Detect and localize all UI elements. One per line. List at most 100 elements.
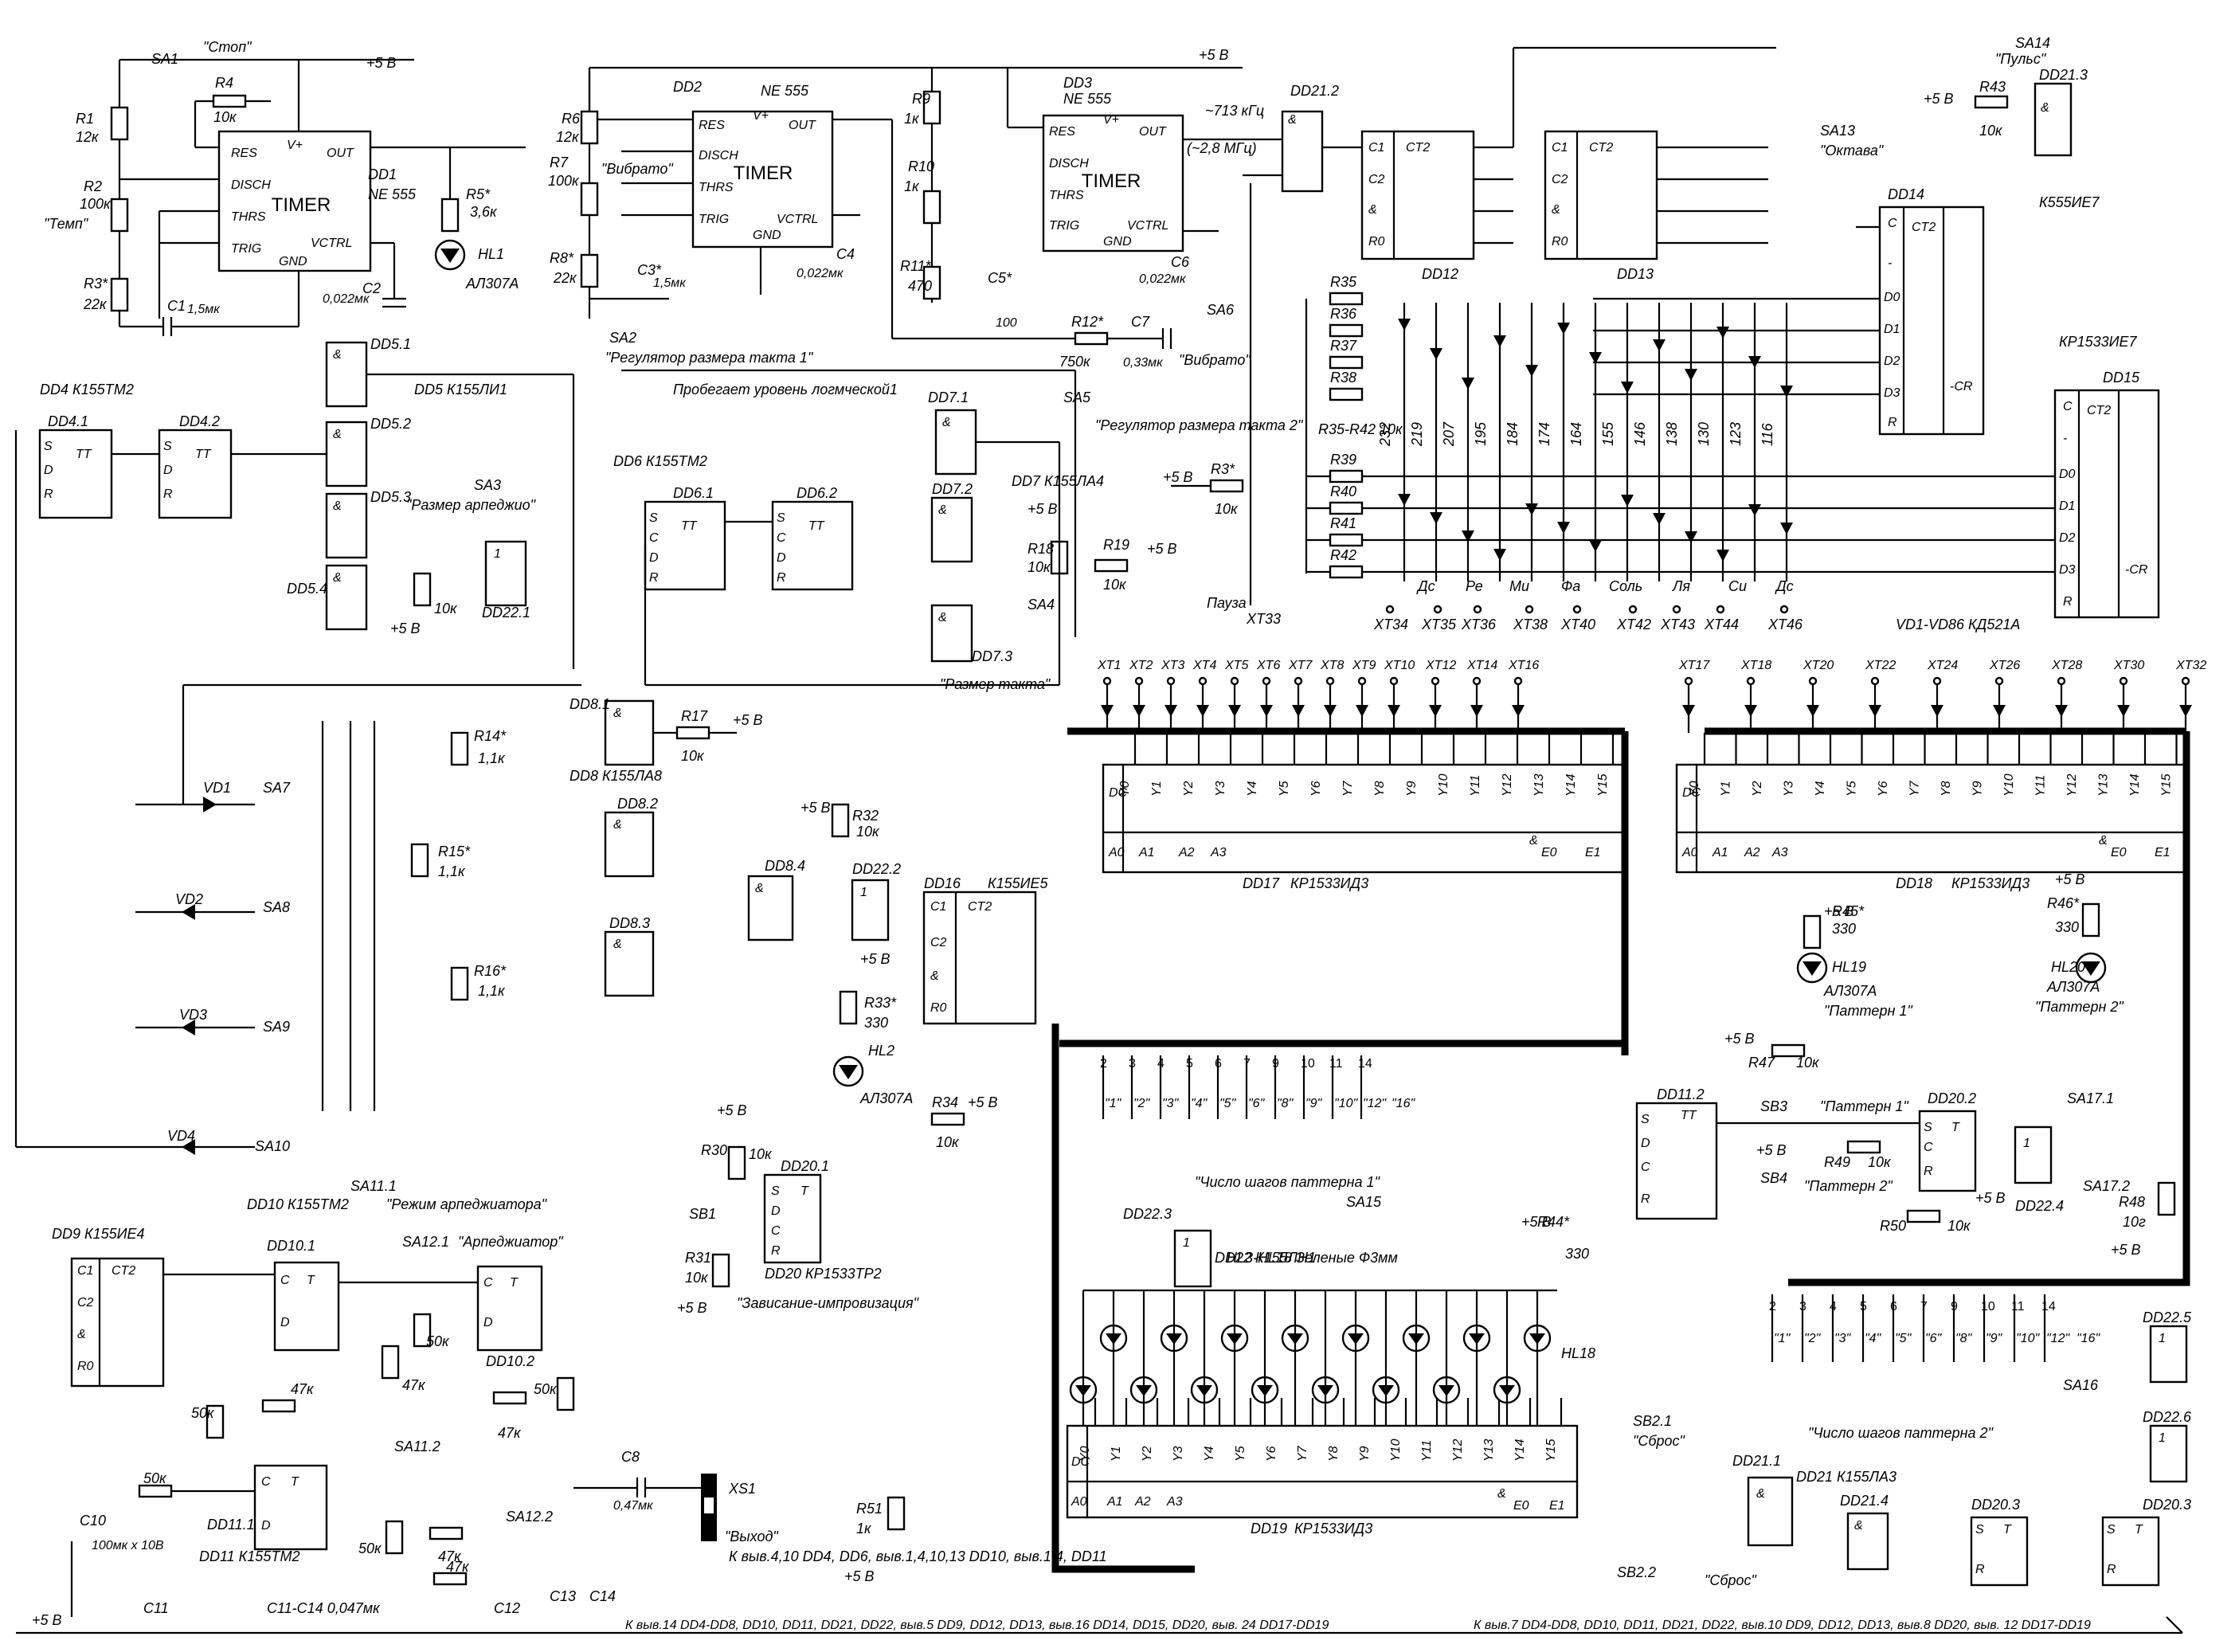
svg-text:"Октава": "Октава" <box>1820 143 1885 159</box>
svg-text:+5 В: +5 В <box>968 1094 998 1110</box>
svg-text:T: T <box>510 1276 519 1290</box>
svg-text:DD13: DD13 <box>1617 266 1654 282</box>
svg-text:A2: A2 <box>1744 846 1760 859</box>
svg-text:C10: C10 <box>80 1513 106 1529</box>
pin-terminal-icon <box>1166 676 1176 686</box>
svg-text:R: R <box>1975 1563 1985 1576</box>
step-label: "2" <box>1804 1332 1822 1345</box>
note-value: 123 <box>1728 422 1744 446</box>
svg-text:&: & <box>613 818 622 832</box>
svg-text:10к: 10к <box>681 748 705 764</box>
svg-text:R: R <box>1641 1192 1650 1206</box>
svg-text:TRIG: TRIG <box>1049 219 1079 233</box>
svg-text:10к: 10к <box>936 1134 960 1150</box>
svg-text:1: 1 <box>2159 1431 2166 1445</box>
svg-text:1: 1 <box>1183 1236 1190 1250</box>
decoder-output: Y8 <box>1373 781 1387 797</box>
dd3-peripherals: R9 1к R10 1к R11* 470 C5* 100 R12* 750к … <box>900 68 1251 370</box>
step-label: "4" <box>1191 1097 1208 1110</box>
svg-text:CT2: CT2 <box>1589 141 1613 155</box>
counter-dd12: & DD21.2 C1 C2 & R0 CT2 DD12 C1 C2 & R0 … <box>1243 46 1885 282</box>
decoder-output: Y6 <box>1265 1446 1278 1462</box>
note-pin: XT38 <box>1513 617 1548 632</box>
svg-text:D2: D2 <box>2059 531 2076 545</box>
svg-text:HL1: HL1 <box>478 246 504 262</box>
svg-text:HL3-HL18 Зеленые Ф3мм: HL3-HL18 Зеленые Ф3мм <box>1227 1250 1398 1266</box>
svg-text:1,1к: 1,1к <box>478 750 506 766</box>
svg-text:A2: A2 <box>1134 1495 1151 1509</box>
svg-text:SA8: SA8 <box>263 899 290 915</box>
step-label: "8" <box>1955 1332 1973 1345</box>
svg-text:VD3: VD3 <box>179 1007 207 1023</box>
dd7-section: & DD7.1 & DD7.2 & DD7.3 DD7 К155ЛА4 +5 В… <box>644 390 1177 692</box>
svg-text:C13: C13 <box>550 1588 576 1604</box>
svg-text:C2: C2 <box>930 936 947 949</box>
svg-text:C6: C6 <box>1171 254 1190 270</box>
svg-text:АЛ307А: АЛ307А <box>465 276 519 292</box>
step-label: "12" <box>2046 1332 2070 1345</box>
pin-terminal-icon <box>1102 676 1112 686</box>
svg-text:S: S <box>163 440 172 453</box>
decoder-output: Y4 <box>1246 781 1259 797</box>
svg-text:TT: TT <box>1681 1109 1697 1122</box>
svg-text:CT2: CT2 <box>968 900 992 914</box>
led-row <box>1069 1289 1557 1426</box>
svg-text:1,5мк: 1,5мк <box>187 303 221 316</box>
decoder-output: Y6 <box>1877 781 1890 797</box>
matrix-diode-icon <box>1430 348 1442 360</box>
step-label: "16" <box>2077 1332 2100 1345</box>
matrix-diode-icon <box>1462 378 1474 390</box>
svg-text:R18: R18 <box>1028 541 1054 557</box>
svg-text:D: D <box>483 1316 493 1329</box>
svg-text:DD21.1: DD21.1 <box>1732 1453 1781 1469</box>
svg-text:OUT: OUT <box>327 147 354 160</box>
decoder-output: Y14 <box>2128 773 2142 797</box>
svg-text:"Регулятор размера такта 1": "Регулятор размера такта 1" <box>605 350 814 366</box>
step-label: "3" <box>1834 1332 1852 1345</box>
svg-text:T: T <box>291 1475 299 1489</box>
svg-text:+5 В: +5 В <box>844 1568 875 1584</box>
note-pin: XT44 <box>1704 617 1739 632</box>
svg-text:Пробегает уровень логмческой1: Пробегает уровень логмческой1 <box>673 382 898 397</box>
svg-text:V+: V+ <box>753 109 769 123</box>
svg-text:DD8.2: DD8.2 <box>617 796 658 812</box>
svg-text:R0: R0 <box>930 1001 947 1015</box>
svg-text:TT: TT <box>681 519 698 533</box>
pin-terminal-icon <box>1431 676 1440 686</box>
svg-text:"Вибрато": "Вибрато" <box>1179 352 1251 368</box>
svg-text:S: S <box>771 1184 780 1198</box>
diode-icon <box>1993 705 2006 717</box>
svg-text:C2: C2 <box>77 1296 94 1309</box>
svg-text:10к: 10к <box>749 1146 773 1162</box>
svg-text:R41: R41 <box>1330 515 1356 531</box>
svg-text:0,022мк: 0,022мк <box>1139 272 1187 286</box>
step-pin: 3 <box>1129 1057 1136 1071</box>
note-value: 207 <box>1441 421 1457 447</box>
svg-text:SA9: SA9 <box>263 1019 290 1035</box>
svg-text:+5 В: +5 В <box>1824 903 1854 919</box>
svg-text:&: & <box>333 499 342 513</box>
pin-terminal-icon <box>1385 605 1395 614</box>
diode-icon <box>1165 705 1177 717</box>
svg-text:RES: RES <box>1049 125 1075 139</box>
svg-text:R48: R48 <box>2119 1194 2145 1210</box>
decoder-output: Y5 <box>1278 781 1291 797</box>
step-label: "6" <box>1925 1332 1943 1345</box>
led-row-labels: HL3-HL18 Зеленые Ф3мм DD22 К155ЛН1 R44* … <box>1215 1214 1595 1361</box>
svg-text:DD21.2: DD21.2 <box>1290 83 1339 99</box>
svg-text:DD22.5: DD22.5 <box>2143 1309 2192 1325</box>
diode-icon <box>1388 705 1400 717</box>
note-name: Фа <box>1561 578 1580 594</box>
decoder-output: Y0 <box>1078 1446 1092 1462</box>
vcc-note: К выв.7 DD4-DD8, DD10, DD11, DD21, DD22,… <box>1474 1619 2091 1632</box>
svg-text:T: T <box>1951 1121 1960 1134</box>
top-power-rail: +5 В +5 В <box>119 47 1243 71</box>
svg-text:DD22.3: DD22.3 <box>1123 1206 1172 1222</box>
keys-sa7-sa10: VD1 SA7 VD2 SA8 VD3 SA9 VD4 SA10 <box>16 683 581 1155</box>
matrix-diode-icon <box>1525 503 1538 515</box>
svg-text:DISCH: DISCH <box>699 149 738 162</box>
note-name: Дс <box>1416 578 1435 594</box>
svg-text:SA7: SA7 <box>263 780 291 796</box>
